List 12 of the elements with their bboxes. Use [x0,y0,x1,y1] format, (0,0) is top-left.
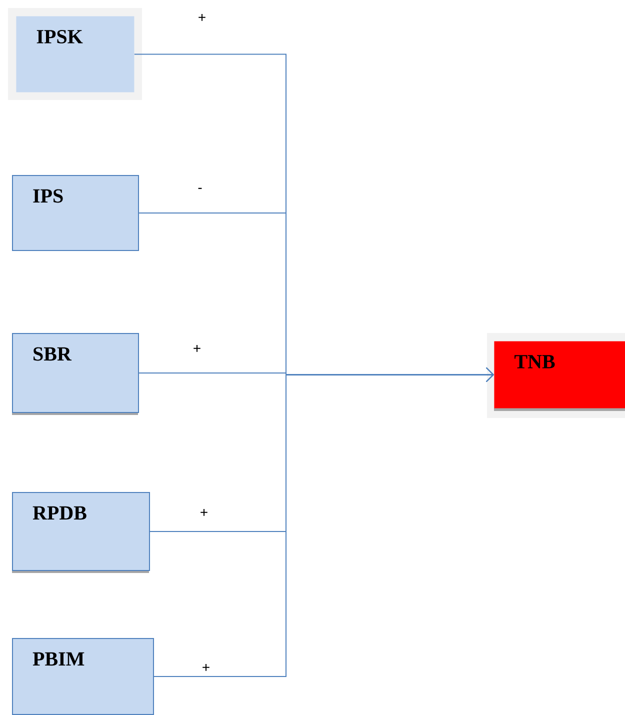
process-box: SBR [12,333,139,415]
edge-label: - [196,186,204,194]
outcome-box: TNB [487,333,625,418]
edge-label: + [200,662,212,674]
process-box: IPS [12,175,139,251]
edge-label: + [196,12,208,24]
arrow [154,367,494,677]
process-box: RPDB [12,492,150,573]
edge-label: + [192,344,202,354]
process-box: IPSK [8,8,142,100]
edge-label: + [198,508,210,518]
process-box: PBIM [12,638,154,715]
